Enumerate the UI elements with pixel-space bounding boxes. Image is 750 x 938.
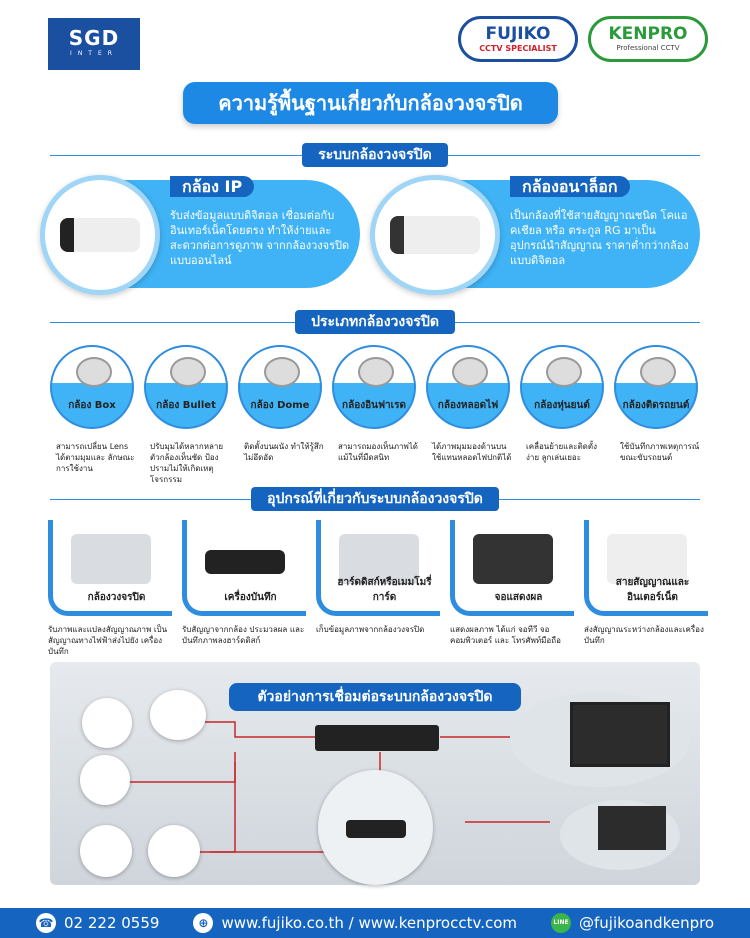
equip-camera: กล้องวงจรปิดรับภาพและแปลงสัญญาณภาพ เป็นส… bbox=[48, 520, 172, 657]
monitor-image bbox=[473, 534, 553, 584]
equipment-list: กล้องวงจรปิดรับภาพและแปลงสัญญาณภาพ เป็นส… bbox=[48, 520, 708, 657]
ip-camera-desc: รับส่งข้อมูลแบบดิจิตอล เชื่อมต่อกับอินเท… bbox=[170, 209, 350, 267]
equip-cable: สายสัญญาณและอินเตอร์เน็ตส่งสัญญาณระหว่าง… bbox=[584, 520, 708, 657]
equip-display: จอแสดงผลแสดงผลภาพ ได้แก่ จอทีวี จอคอมพิว… bbox=[450, 520, 574, 657]
section-equipment: อุปกรณ์ที่เกี่ยวกับระบบกล้องวงจรปิด bbox=[0, 487, 750, 511]
footer: ☎ 02 222 0559 ⊕ www.fujiko.co.th / www.k… bbox=[0, 908, 750, 938]
dome-camera-node bbox=[82, 698, 132, 748]
cameras-image bbox=[71, 534, 151, 584]
type-bulb: กล้องหลอดไฟได้ภาพมุมมองด้านบน ใช้แทนหลอด… bbox=[426, 345, 512, 485]
bulb-camera-icon bbox=[452, 357, 488, 387]
harddisk-image bbox=[339, 534, 419, 584]
section-system: ระบบกล้องวงจรปิด bbox=[0, 143, 750, 167]
analog-camera-desc: เป็นกล้องที่ใช้สายสัญญาณชนิด โคแอคเชียล … bbox=[510, 209, 689, 267]
robot-camera-icon bbox=[546, 357, 582, 387]
cable-router-image bbox=[607, 534, 687, 584]
bullet-camera-icon bbox=[170, 357, 206, 387]
box-camera-icon bbox=[76, 357, 112, 387]
section-types: ประเภทกล้องวงจรปิด bbox=[0, 310, 750, 334]
equip-storage: ฮาร์ดดิสก์หรือเมมโมรี่การ์ดเก็บข้อมูลภาพ… bbox=[316, 520, 440, 657]
laptop-phone-node bbox=[560, 800, 680, 870]
phone-icon: ☎ bbox=[36, 913, 56, 933]
social-handle[interactable]: @fujikoandkenpro bbox=[579, 914, 715, 932]
infrared-camera-icon bbox=[358, 357, 394, 387]
bullet-camera-node bbox=[150, 690, 206, 740]
recorder-image bbox=[205, 550, 285, 574]
bulb-camera-node bbox=[80, 825, 132, 877]
robot-camera-node bbox=[148, 825, 200, 877]
section-example: ตัวอย่างการเชื่อมต่อระบบกล้องวงจรปิด bbox=[229, 683, 521, 711]
globe-icon: ⊕ bbox=[193, 913, 214, 933]
dome-camera-node-2 bbox=[80, 755, 130, 805]
router-node bbox=[318, 770, 433, 885]
equip-recorder: เครื่องบันทึกรับสัญญาจากกล้อง ประมวลผล แ… bbox=[182, 520, 306, 657]
nvr-recorder-node bbox=[315, 725, 439, 751]
type-infrared: กล้องอินฟาเรดสามารถมองเห็นภาพได้ แม้ในที… bbox=[332, 345, 418, 485]
dashcam-icon bbox=[640, 357, 676, 387]
type-dashcam: กล้องติดรถยนต์ใช้บันทึกภาพเหตุการณ์ ขณะข… bbox=[614, 345, 700, 485]
phone-number[interactable]: 02 222 0559 bbox=[64, 914, 160, 932]
dome-camera-icon bbox=[264, 357, 300, 387]
analog-camera-image bbox=[370, 175, 500, 295]
connection-lines bbox=[110, 721, 550, 853]
ip-camera-image bbox=[40, 175, 160, 295]
page-title: ความรู้พื้นฐานเกี่ยวกับกล้องวงจรปิด bbox=[183, 82, 558, 124]
line-icon: LINE bbox=[551, 913, 572, 933]
website-links[interactable]: www.fujiko.co.th / www.kenprocctv.com bbox=[221, 914, 518, 932]
type-robot: กล้องหุ่นยนต์เคลื่อนย้ายและติดตั้งง่าย ล… bbox=[520, 345, 606, 485]
display-devices-node bbox=[510, 692, 690, 787]
